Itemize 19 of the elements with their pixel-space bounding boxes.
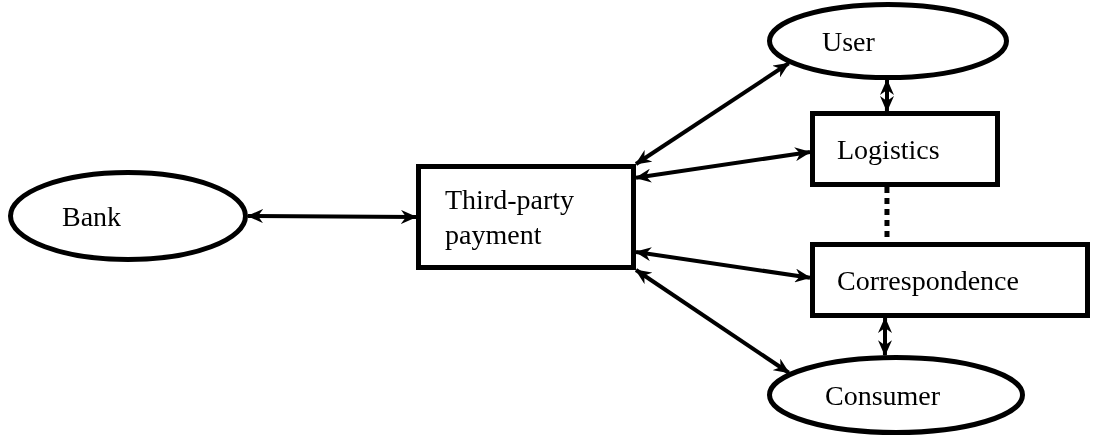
double-arrow [878, 317, 892, 357]
node-label: Bank [62, 199, 122, 234]
process-box [810, 242, 1090, 318]
process-box [416, 164, 636, 270]
double-arrow [634, 61, 790, 166]
double-arrow [880, 79, 894, 112]
double-arrow [634, 268, 790, 375]
process-box [810, 111, 1000, 187]
ellipse-node [767, 355, 1025, 435]
node-label: Third-party payment [445, 183, 576, 252]
node-label: Consumer [825, 378, 941, 413]
node-label: Correspondence [837, 263, 1019, 298]
node-label: User [822, 24, 875, 59]
double-arrow [247, 209, 417, 224]
double-arrow [635, 147, 811, 183]
double-arrow [635, 247, 811, 283]
ellipse-node [8, 170, 248, 262]
ellipse-node [767, 2, 1009, 80]
node-label: Logistics [837, 132, 940, 167]
